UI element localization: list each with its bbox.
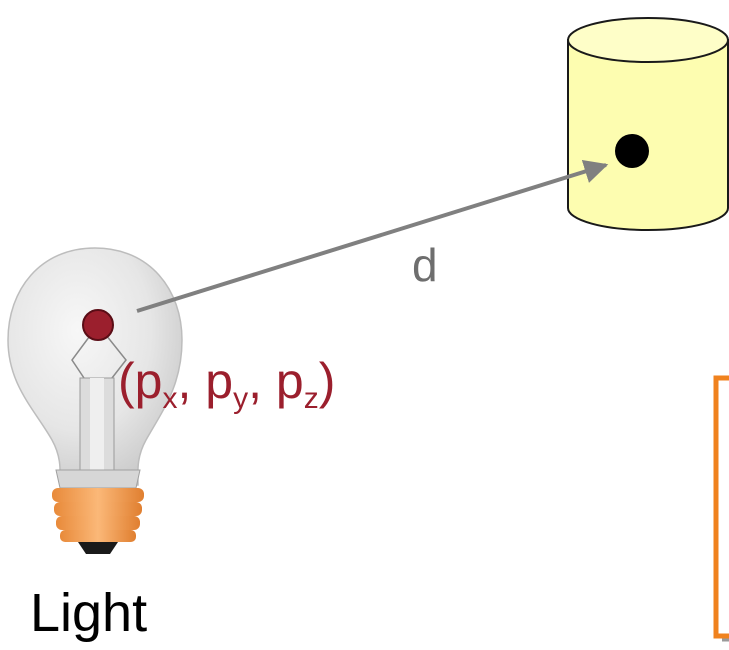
paren-close: ): [318, 353, 336, 409]
distance-label: d: [412, 239, 438, 291]
py-subscript: y: [233, 382, 249, 415]
target-point: [615, 134, 649, 168]
separator-2: ,: [248, 353, 276, 409]
py-base: p: [205, 353, 234, 409]
pz-base: p: [275, 353, 304, 409]
light-position-label: (px, py, pz): [118, 356, 335, 414]
cylinder-icon: [567, 17, 729, 231]
light-label: Light: [30, 583, 148, 643]
paren-open: (: [118, 353, 135, 409]
light-source-point: [82, 309, 114, 341]
orange-bracket: [713, 375, 729, 639]
pz-subscript: z: [303, 382, 319, 415]
distance-arrow: [136, 159, 609, 313]
px-subscript: x: [162, 382, 178, 415]
separator-1: ,: [177, 353, 206, 409]
light-bulb-icon: [7, 247, 183, 554]
px-base: p: [134, 353, 163, 409]
